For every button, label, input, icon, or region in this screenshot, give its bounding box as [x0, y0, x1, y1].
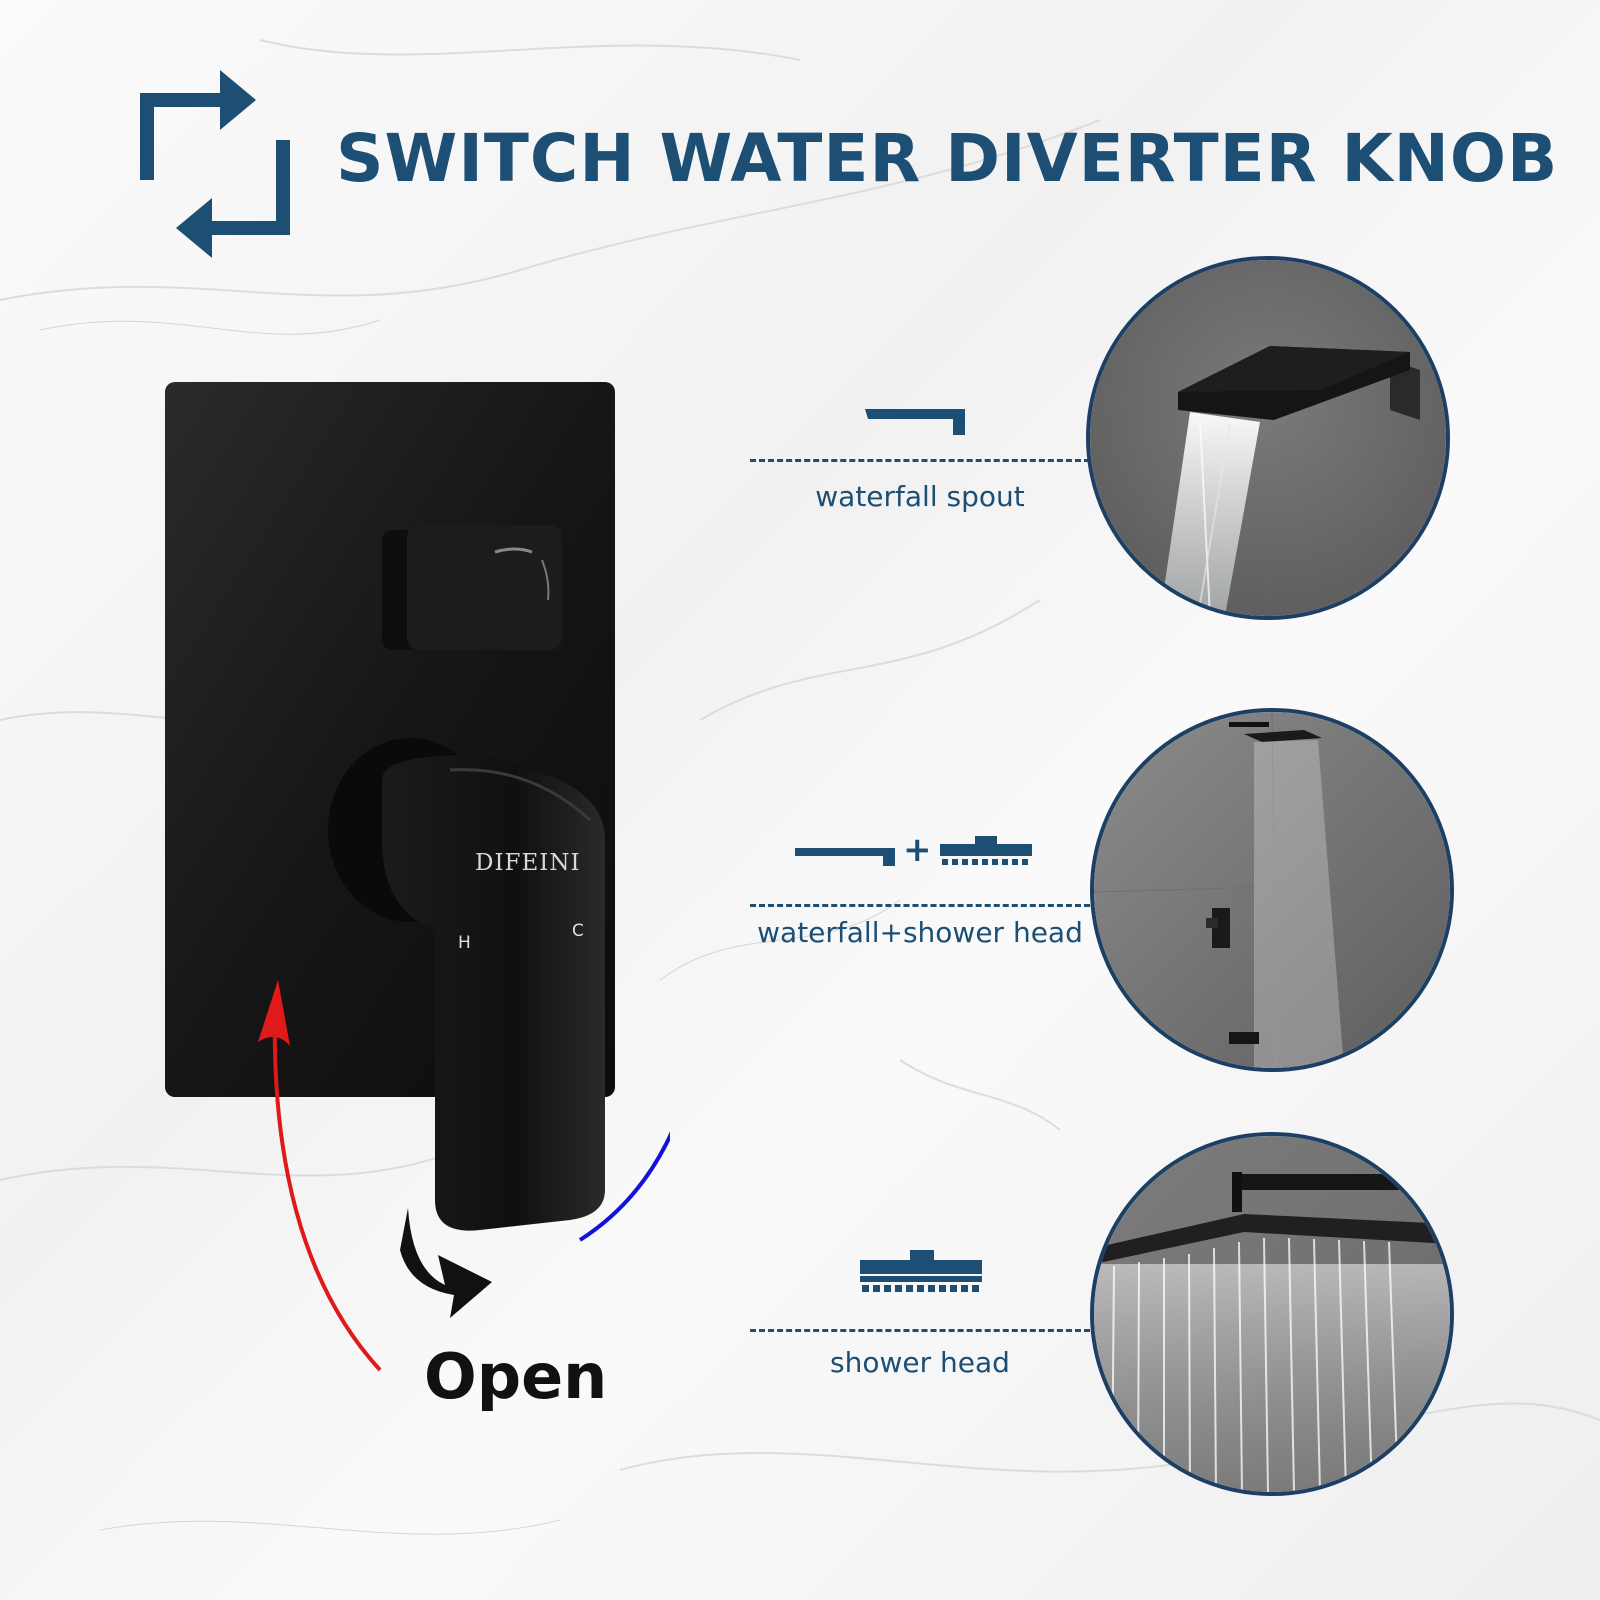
mode-divider — [750, 1329, 1090, 1332]
switch-arrows-icon — [140, 70, 290, 258]
mode-divider — [750, 459, 1090, 462]
shower-room-photo — [1090, 708, 1454, 1072]
waterfall-spout-icon — [865, 409, 965, 435]
header: SWITCH WATER DIVERTER KNOB — [140, 70, 1557, 270]
shower-valve-image: DIFEINI H C — [165, 382, 670, 1372]
waterfall-spout-photo — [1086, 256, 1450, 620]
plus-sign: + — [903, 830, 932, 870]
mode-shower-head: shower head — [750, 1250, 1090, 1400]
lever-handle: DIFEINI H C — [328, 738, 605, 1231]
cold-label: C — [572, 921, 584, 941]
mode-label: waterfall+shower head — [757, 916, 1083, 949]
open-arrow-icon — [400, 1208, 492, 1318]
mode-waterfall-spout: waterfall spout — [750, 395, 1090, 545]
hot-arrow — [258, 980, 382, 1372]
spout-plus-shower-icon — [795, 836, 1032, 866]
mode-waterfall-plus-shower: + waterfall+shower head — [750, 830, 1090, 980]
open-label: Open — [424, 1340, 608, 1413]
shower-head-icon — [860, 1250, 982, 1292]
mode-divider — [750, 904, 1090, 907]
hot-label: H — [458, 933, 471, 953]
brand-label: DIFEINI — [475, 850, 581, 876]
rain-shower-photo — [1090, 1132, 1454, 1496]
mode-label: waterfall spout — [815, 480, 1025, 513]
mode-label: shower head — [830, 1346, 1010, 1379]
cold-arrow — [578, 1131, 670, 1242]
diverter-knob — [382, 525, 562, 650]
page-title: SWITCH WATER DIVERTER KNOB — [336, 120, 1559, 197]
